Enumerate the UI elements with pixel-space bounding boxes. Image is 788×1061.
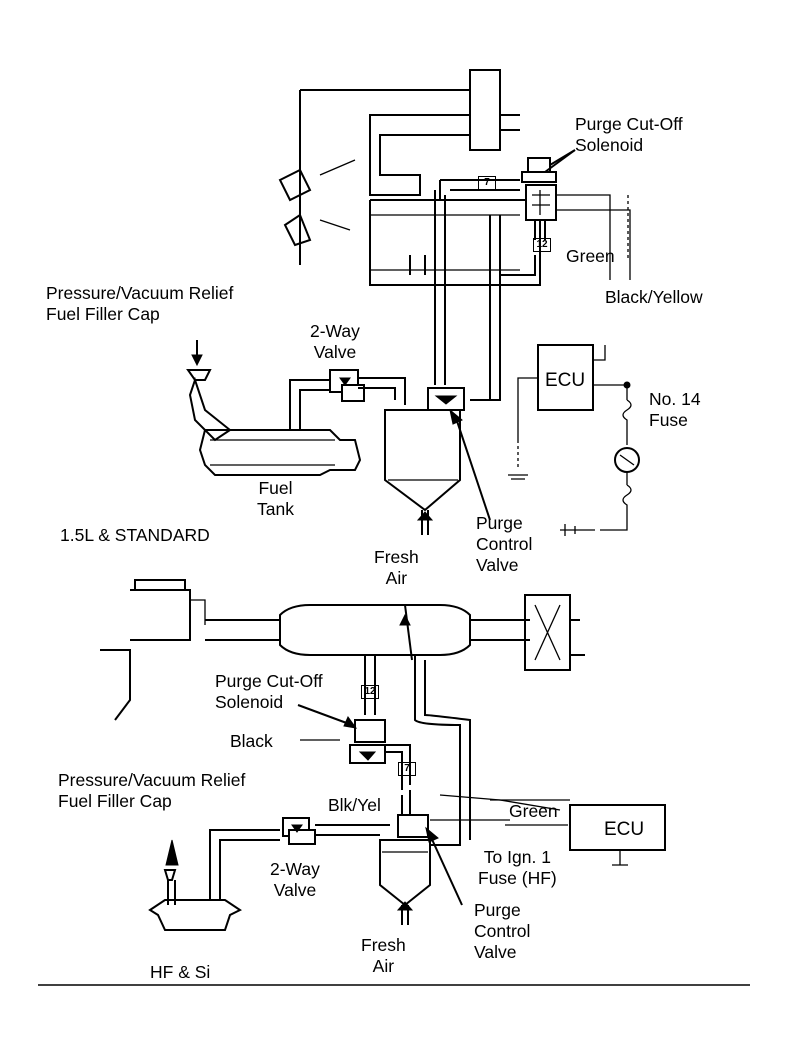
top-wiring: [556, 194, 631, 280]
top-vacuum-hoses: [434, 190, 546, 401]
bottom-ecu-label: ECU: [604, 819, 645, 840]
top-ecu-label: ECU: [545, 370, 586, 391]
bottom-filler-cap-and-tank: [148, 817, 390, 931]
top-pv-relief-cap-label: Pressure/Vacuum Relief Fuel Filler Cap: [46, 283, 234, 324]
top-intake-manifold: [278, 69, 541, 286]
bottom-fresh-air-label: Fresh Air: [361, 935, 406, 976]
bottom-pv-relief-cap-label: Pressure/Vacuum Relief Fuel Filler Cap: [58, 770, 246, 811]
bottom-green-label: Green: [509, 801, 558, 821]
top-fresh-air-label: Fresh Air: [374, 547, 419, 588]
bottom-two-way-valve-label: 2-Way Valve: [270, 859, 320, 900]
top-purge-control-valve-label: Purge Control Valve: [476, 513, 533, 575]
top-two-way-valve-piping: [289, 369, 406, 430]
top-tag-12: 12: [533, 238, 551, 252]
top-two-way-valve-label: 2-Way Valve: [310, 321, 360, 362]
top-tag-7: 7: [478, 176, 496, 190]
bottom-purge-cutoff-solenoid-label: Purge Cut-Off Solenoid: [215, 671, 323, 712]
top-purge-cutoff-solenoid: [521, 149, 576, 221]
bottom-tag-7: 7: [398, 762, 416, 776]
bottom-engine-intake: [100, 579, 585, 721]
top-no14-fuse-label: No. 14 Fuse: [649, 389, 701, 430]
top-green-label: Green: [566, 246, 615, 266]
bottom-black-label: Black: [230, 731, 273, 751]
top-black-yellow-label: Black/Yellow: [605, 287, 703, 307]
top-arrows: [449, 408, 491, 521]
bottom-variant-label: HF & Si: [150, 962, 211, 982]
top-filler-cap: [186, 340, 232, 442]
bottom-to-ign-fuse-label: To Ign. 1 Fuse (HF): [478, 847, 557, 888]
top-canister: [384, 387, 465, 535]
bottom-hoses: [300, 655, 561, 846]
top-purge-cutoff-solenoid-label: Purge Cut-Off Solenoid: [575, 114, 683, 155]
bottom-ecu: [430, 799, 666, 866]
bottom-tag-12: 12: [361, 685, 379, 699]
bottom-blk-yel-label: Blk/Yel: [328, 795, 381, 815]
top-ecu-and-fuse: [508, 344, 640, 536]
bottom-canister: [379, 814, 431, 925]
top-fuel-tank: [198, 429, 362, 476]
top-variant-label: 1.5L & STANDARD: [60, 525, 210, 545]
bottom-purge-control-valve-label: Purge Control Valve: [474, 900, 531, 962]
bottom-arrows: [297, 704, 463, 906]
top-fuel-tank-label: Fuel Tank: [257, 478, 294, 519]
